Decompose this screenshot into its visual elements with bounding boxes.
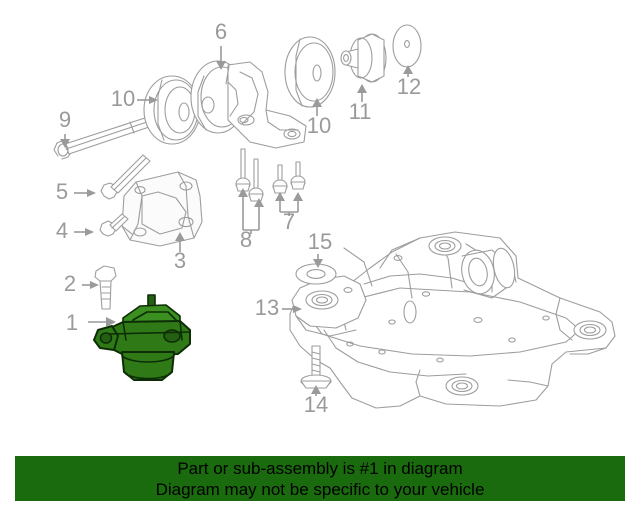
notice-line-1: Part or sub-assembly is #1 in diagram bbox=[177, 458, 463, 478]
callout-label-11: 11 bbox=[349, 99, 372, 124]
callout-label-9: 9 bbox=[59, 107, 71, 132]
callout-label-12: 12 bbox=[397, 74, 421, 99]
subframe-mount-hole-right bbox=[573, 320, 607, 340]
part-10-center-damper bbox=[284, 36, 336, 108]
callout-label-14: 14 bbox=[304, 392, 328, 417]
part-6-mount-bracket bbox=[190, 60, 307, 149]
subframe-bushing bbox=[461, 247, 516, 299]
subframe-mount-hole-front bbox=[445, 376, 479, 396]
callout-label-15: 15 bbox=[308, 229, 332, 254]
part-3-support-bracket bbox=[121, 171, 203, 247]
callout-label-2: 2 bbox=[64, 271, 76, 296]
callout-label-10-left: 10 bbox=[111, 86, 135, 111]
part-11-bushing bbox=[340, 33, 387, 83]
callout-label-8: 8 bbox=[240, 227, 252, 252]
callout-label-10-center: 10 bbox=[307, 113, 331, 138]
part-4-short-bolt bbox=[99, 213, 129, 237]
part-14-screw bbox=[300, 345, 332, 389]
part-7-studs bbox=[272, 161, 306, 194]
part-13-subframe-bracket bbox=[291, 275, 367, 337]
callout-label-4: 4 bbox=[56, 218, 68, 243]
part-1-engine-mount-highlighted bbox=[93, 294, 191, 381]
part-5-long-bolt bbox=[100, 154, 151, 200]
callout-label-13: 13 bbox=[255, 295, 279, 320]
part-notice-banner: Part or sub-assembly is #1 in diagram Di… bbox=[15, 456, 625, 501]
subframe-assembly bbox=[289, 231, 616, 409]
callout-label-7: 7 bbox=[283, 209, 295, 234]
callout-label-3: 3 bbox=[174, 248, 186, 273]
part-15-washer bbox=[295, 263, 337, 285]
callout-label-1: 1 bbox=[66, 310, 78, 335]
callout-labels: 1 2 3 4 5 6 7 8 9 10 10 11 12 13 14 15 bbox=[56, 19, 421, 417]
part-10-left-damper bbox=[143, 75, 201, 145]
part-8-studs bbox=[235, 148, 264, 202]
part-2-hex-bolt bbox=[94, 265, 117, 310]
callout-label-5: 5 bbox=[56, 179, 68, 204]
callout-label-6: 6 bbox=[215, 19, 227, 44]
callout-leader-lines bbox=[60, 46, 413, 396]
notice-line-2: Diagram may not be specific to your vehi… bbox=[155, 479, 485, 499]
subframe-mount-hole-rear-left bbox=[428, 236, 462, 256]
part-12-cap bbox=[392, 24, 422, 68]
